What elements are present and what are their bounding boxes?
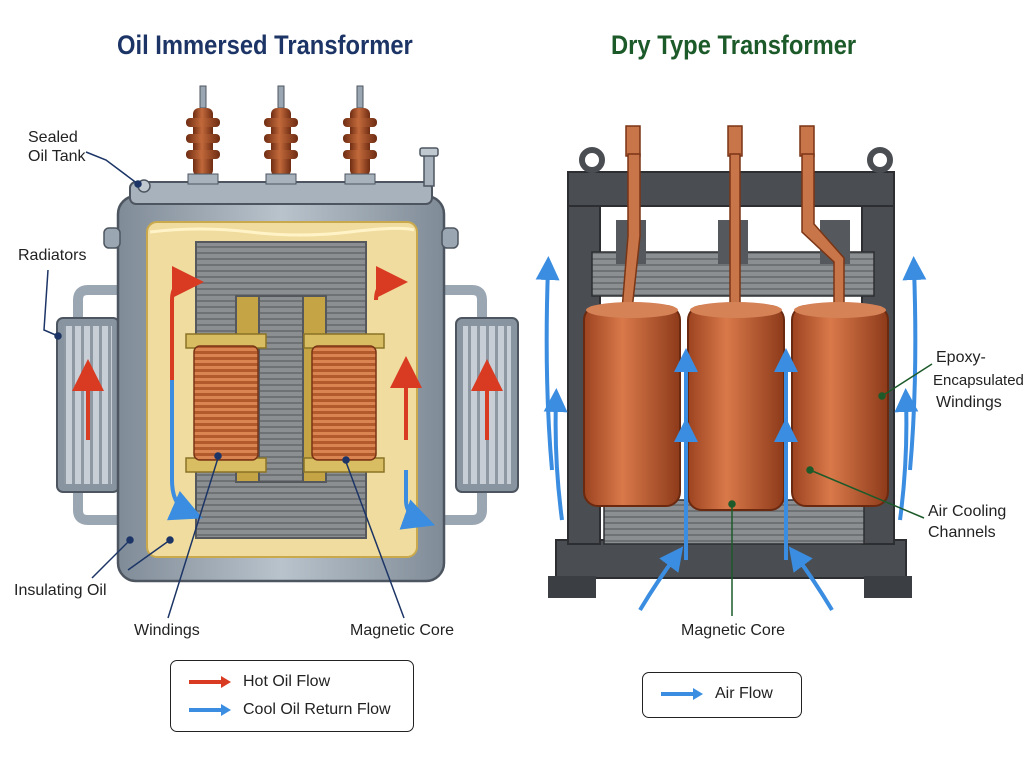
dry-legend: Air Flow bbox=[642, 672, 802, 718]
hot-arrow-icon bbox=[187, 675, 233, 689]
oil-bushings bbox=[186, 86, 377, 184]
legend-hot-oil-label: Hot Oil Flow bbox=[243, 673, 330, 691]
dry-epoxy-windings bbox=[584, 302, 888, 510]
left-radiator bbox=[57, 290, 120, 520]
right-radiator bbox=[440, 290, 518, 520]
label-windings: Windings bbox=[134, 621, 200, 641]
oil-legend: Hot Oil Flow Cool Oil Return Flow bbox=[170, 660, 414, 732]
label-sealed-oil-tank-line1: Sealed bbox=[28, 128, 78, 148]
legend-air-flow-label: Air Flow bbox=[715, 685, 773, 703]
label-oil-magnetic-core: Magnetic Core bbox=[350, 621, 454, 641]
legend-cool-oil-label: Cool Oil Return Flow bbox=[243, 701, 391, 719]
cool-arrow-icon bbox=[187, 703, 233, 717]
legend-cool-oil: Cool Oil Return Flow bbox=[187, 701, 391, 719]
label-sealed-oil-tank-line2: Oil Tank bbox=[28, 147, 86, 167]
oil-transformer-illustration bbox=[44, 86, 518, 618]
label-epoxy-line2: Encapsulated bbox=[933, 371, 1024, 391]
label-air-cooling-line2: Channels bbox=[928, 523, 996, 543]
dry-transformer-illustration bbox=[547, 126, 932, 616]
air-arrow-icon bbox=[659, 687, 705, 701]
label-radiators: Radiators bbox=[18, 246, 86, 266]
legend-hot-oil: Hot Oil Flow bbox=[187, 673, 330, 691]
legend-air-flow: Air Flow bbox=[659, 685, 773, 703]
label-air-cooling-line1: Air Cooling bbox=[928, 502, 1006, 522]
label-insulating-oil: Insulating Oil bbox=[14, 581, 107, 601]
label-dry-magnetic-core: Magnetic Core bbox=[681, 621, 785, 641]
label-epoxy-line1: Epoxy- bbox=[936, 348, 986, 368]
label-epoxy-line3: Windings bbox=[936, 393, 1002, 413]
